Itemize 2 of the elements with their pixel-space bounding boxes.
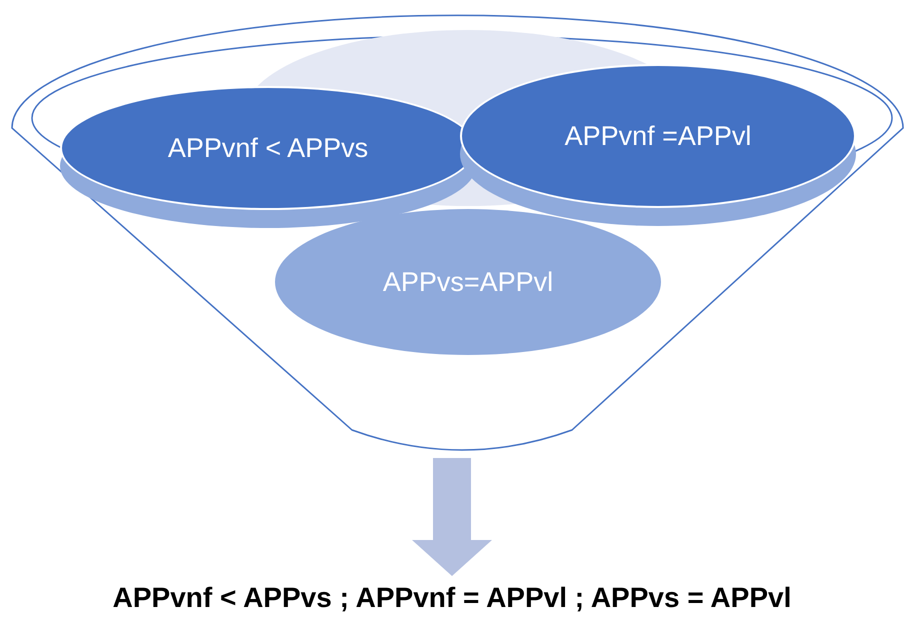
block-arrow (412, 458, 492, 576)
result-text: APPvnf < APPvs ; APPvnf = APPvl ; APPvs = APPvl (0, 576, 904, 620)
